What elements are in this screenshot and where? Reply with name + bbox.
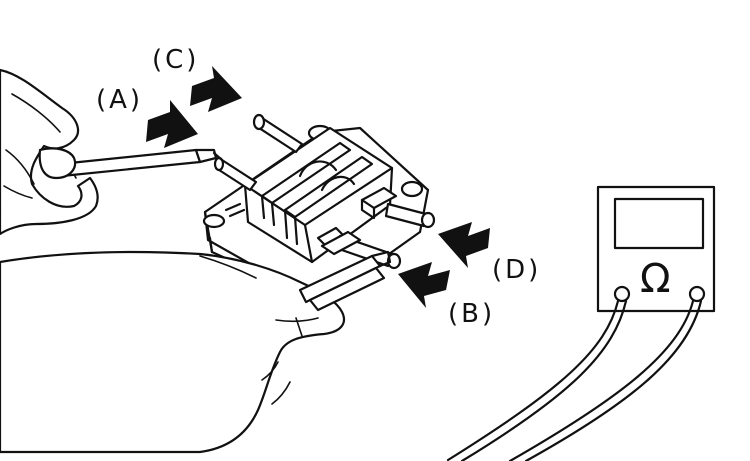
- arrow-c: [190, 66, 242, 112]
- ohmmeter: Ω: [596, 185, 716, 313]
- terminal-c: [252, 113, 304, 154]
- terminal-b: [320, 230, 402, 270]
- test-lead-right: [508, 299, 703, 461]
- ohm-symbol: Ω: [640, 256, 671, 302]
- probe-b: [298, 250, 392, 312]
- probe-a: [38, 147, 224, 180]
- meter-display: [613, 197, 705, 250]
- arrow-d: [438, 222, 490, 268]
- arrow-b: [398, 262, 450, 308]
- label-b: (B): [448, 299, 495, 329]
- meter-terminal-left: [613, 285, 631, 303]
- test-lead-left: [446, 299, 628, 461]
- meter-terminal-right: [688, 285, 706, 303]
- label-d: (D): [492, 255, 541, 285]
- terminal-a: [213, 156, 258, 192]
- arrow-a: [146, 100, 198, 148]
- right-hand: [0, 250, 346, 454]
- terminal-d: [384, 202, 436, 229]
- label-a: (A): [96, 85, 143, 115]
- label-c: (C): [152, 45, 199, 75]
